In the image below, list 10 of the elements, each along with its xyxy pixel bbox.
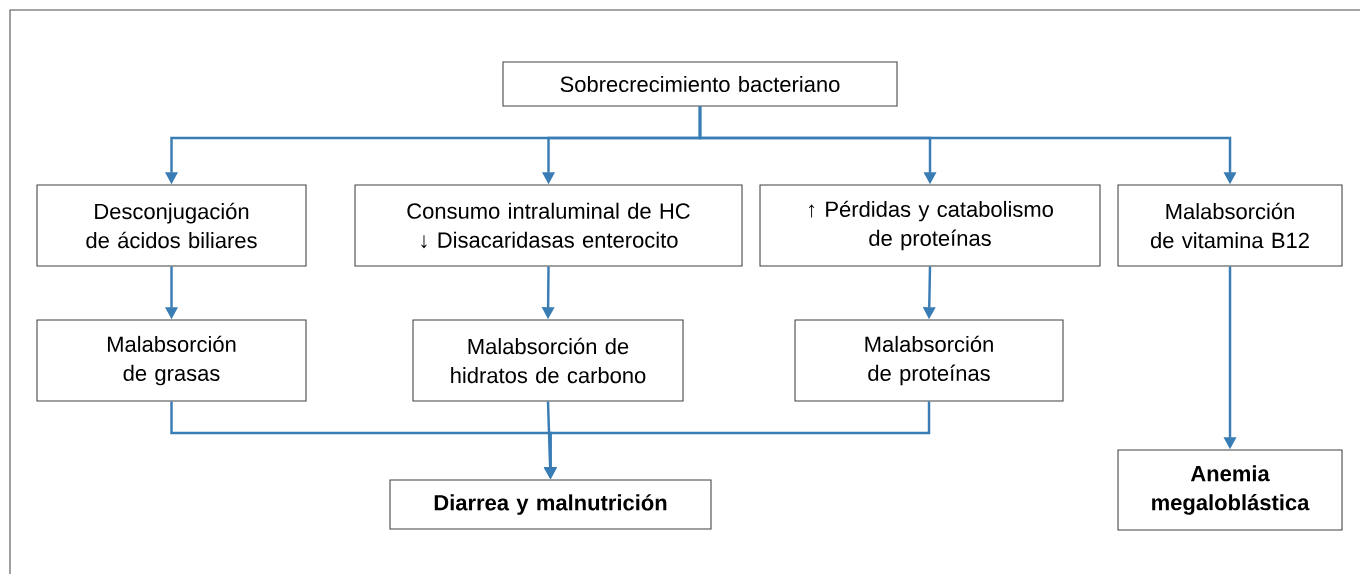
process-box: Malabsorción de hidratos de carbono bbox=[412, 319, 684, 402]
process-box: Consumo intraluminal de HC ↓ Disacaridasas enterocito bbox=[354, 184, 743, 267]
result-box: Diarrea y malnutrición bbox=[389, 479, 712, 530]
process-box: ↑ Pérdidas y catabolismo de proteínas bbox=[759, 184, 1101, 267]
process-box: Malabsorción de proteínas bbox=[794, 319, 1064, 402]
process-box: Desconjugación de ácidos biliares bbox=[36, 184, 307, 267]
process-box: Malabsorción de vitamina B12 bbox=[1117, 184, 1343, 267]
process-box: Sobrecrecimiento bacteriano bbox=[502, 61, 898, 107]
process-box: Malabsorción de grasas bbox=[36, 319, 307, 402]
result-box: Anemia megaloblástica bbox=[1117, 449, 1343, 531]
